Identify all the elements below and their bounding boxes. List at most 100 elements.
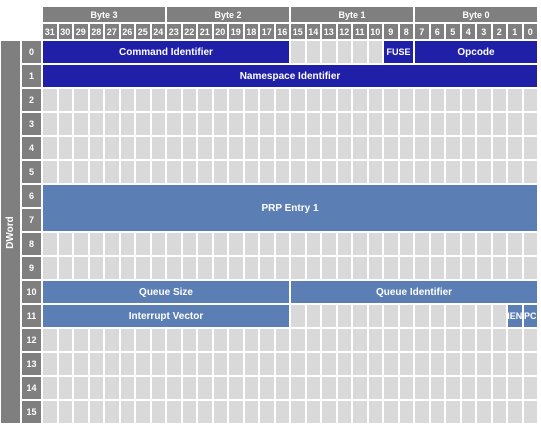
empty-bit-cell — [383, 232, 399, 256]
empty-bit-cell — [491, 304, 507, 328]
empty-bit-cell — [321, 160, 337, 184]
empty-bit-cell — [305, 232, 321, 256]
bit-header-17: 17 — [259, 23, 275, 40]
empty-bit-cell — [491, 328, 507, 352]
empty-bit-cell — [150, 256, 166, 280]
empty-bit-cell — [383, 304, 399, 328]
empty-bit-cell — [305, 304, 321, 328]
empty-bit-cell — [445, 256, 461, 280]
empty-bit-cell — [73, 376, 89, 400]
dword-side-label-text: DWord — [5, 215, 16, 249]
empty-bit-cell — [398, 376, 414, 400]
empty-bit-cell — [522, 256, 538, 280]
bit-header-27: 27 — [104, 23, 120, 40]
dword-side-label: DWord — [0, 40, 21, 424]
empty-bit-cell — [57, 112, 73, 136]
empty-bit-cell — [73, 400, 89, 424]
bit-header-4: 4 — [460, 23, 476, 40]
empty-bit-cell — [119, 328, 135, 352]
empty-bit-cell — [57, 256, 73, 280]
byte-header-byte1: Byte 1 — [290, 6, 414, 23]
empty-bit-cell — [414, 160, 430, 184]
empty-bit-cell — [383, 400, 399, 424]
empty-bit-cell — [88, 400, 104, 424]
empty-bit-cell — [460, 256, 476, 280]
empty-bit-cell — [243, 112, 259, 136]
bit-header-30: 30 — [57, 23, 73, 40]
empty-bit-cell — [352, 160, 368, 184]
dword-row-header-12: 12 — [21, 328, 42, 352]
empty-bit-cell — [212, 352, 228, 376]
empty-bit-cell — [259, 112, 275, 136]
empty-bit-cell — [460, 112, 476, 136]
empty-bit-cell — [321, 88, 337, 112]
empty-bit-cell — [429, 304, 445, 328]
empty-bit-cell — [197, 136, 213, 160]
empty-bit-cell — [88, 232, 104, 256]
empty-bit-cell — [352, 112, 368, 136]
bit-header-10: 10 — [367, 23, 383, 40]
bit-header-29: 29 — [73, 23, 89, 40]
empty-bit-cell — [367, 328, 383, 352]
empty-bit-cell — [228, 232, 244, 256]
empty-bit-cell — [476, 352, 492, 376]
empty-bit-cell — [445, 304, 461, 328]
empty-bit-cell — [42, 256, 58, 280]
empty-bit-cell — [305, 256, 321, 280]
empty-bit-cell — [445, 352, 461, 376]
empty-bit-cell — [445, 112, 461, 136]
empty-bit-cell — [321, 376, 337, 400]
empty-bit-cell — [476, 112, 492, 136]
empty-bit-cell — [491, 376, 507, 400]
empty-bit-cell — [166, 400, 182, 424]
empty-bit-cell — [88, 112, 104, 136]
empty-bit-cell — [104, 400, 120, 424]
empty-bit-cell — [181, 136, 197, 160]
empty-bit-cell — [119, 256, 135, 280]
empty-bit-cell — [135, 112, 151, 136]
empty-bit-cell — [274, 376, 290, 400]
field-namespace-identifier: Namespace Identifier — [42, 64, 538, 88]
empty-bit-cell — [321, 352, 337, 376]
empty-bit-cell — [352, 304, 368, 328]
empty-bit-cell — [228, 88, 244, 112]
empty-bit-cell — [367, 112, 383, 136]
empty-bit-cell — [522, 112, 538, 136]
empty-bit-cell — [73, 112, 89, 136]
empty-bit-cell — [150, 136, 166, 160]
empty-bit-cell — [290, 112, 306, 136]
empty-bit-cell — [181, 232, 197, 256]
empty-bit-cell — [88, 88, 104, 112]
empty-bit-cell — [166, 232, 182, 256]
dword-side-label-text-wrap: DWord — [1, 41, 20, 423]
empty-bit-cell — [507, 136, 523, 160]
empty-bit-cell — [336, 112, 352, 136]
empty-bit-cell — [367, 160, 383, 184]
empty-bit-cell — [274, 232, 290, 256]
empty-bit-cell — [352, 88, 368, 112]
empty-bit-cell — [367, 400, 383, 424]
empty-bit-cell — [88, 328, 104, 352]
empty-bit-cell — [507, 88, 523, 112]
empty-bit-cell — [414, 376, 430, 400]
empty-bit-cell — [228, 400, 244, 424]
empty-bit-cell — [367, 256, 383, 280]
empty-bit-cell — [135, 400, 151, 424]
empty-bit-cell — [73, 256, 89, 280]
empty-bit-cell — [429, 376, 445, 400]
empty-bit-cell — [460, 352, 476, 376]
empty-bit-cell — [57, 376, 73, 400]
empty-bit-cell — [212, 376, 228, 400]
empty-bit-cell — [491, 160, 507, 184]
empty-bit-cell — [476, 304, 492, 328]
empty-bit-cell — [445, 88, 461, 112]
empty-bit-cell — [336, 376, 352, 400]
empty-bit-cell — [414, 256, 430, 280]
bit-header-31: 31 — [42, 23, 58, 40]
empty-bit-cell — [166, 328, 182, 352]
empty-bit-cell — [491, 88, 507, 112]
empty-bit-cell — [336, 160, 352, 184]
empty-bit-cell — [42, 328, 58, 352]
empty-bit-cell — [491, 136, 507, 160]
empty-bit-cell — [460, 136, 476, 160]
